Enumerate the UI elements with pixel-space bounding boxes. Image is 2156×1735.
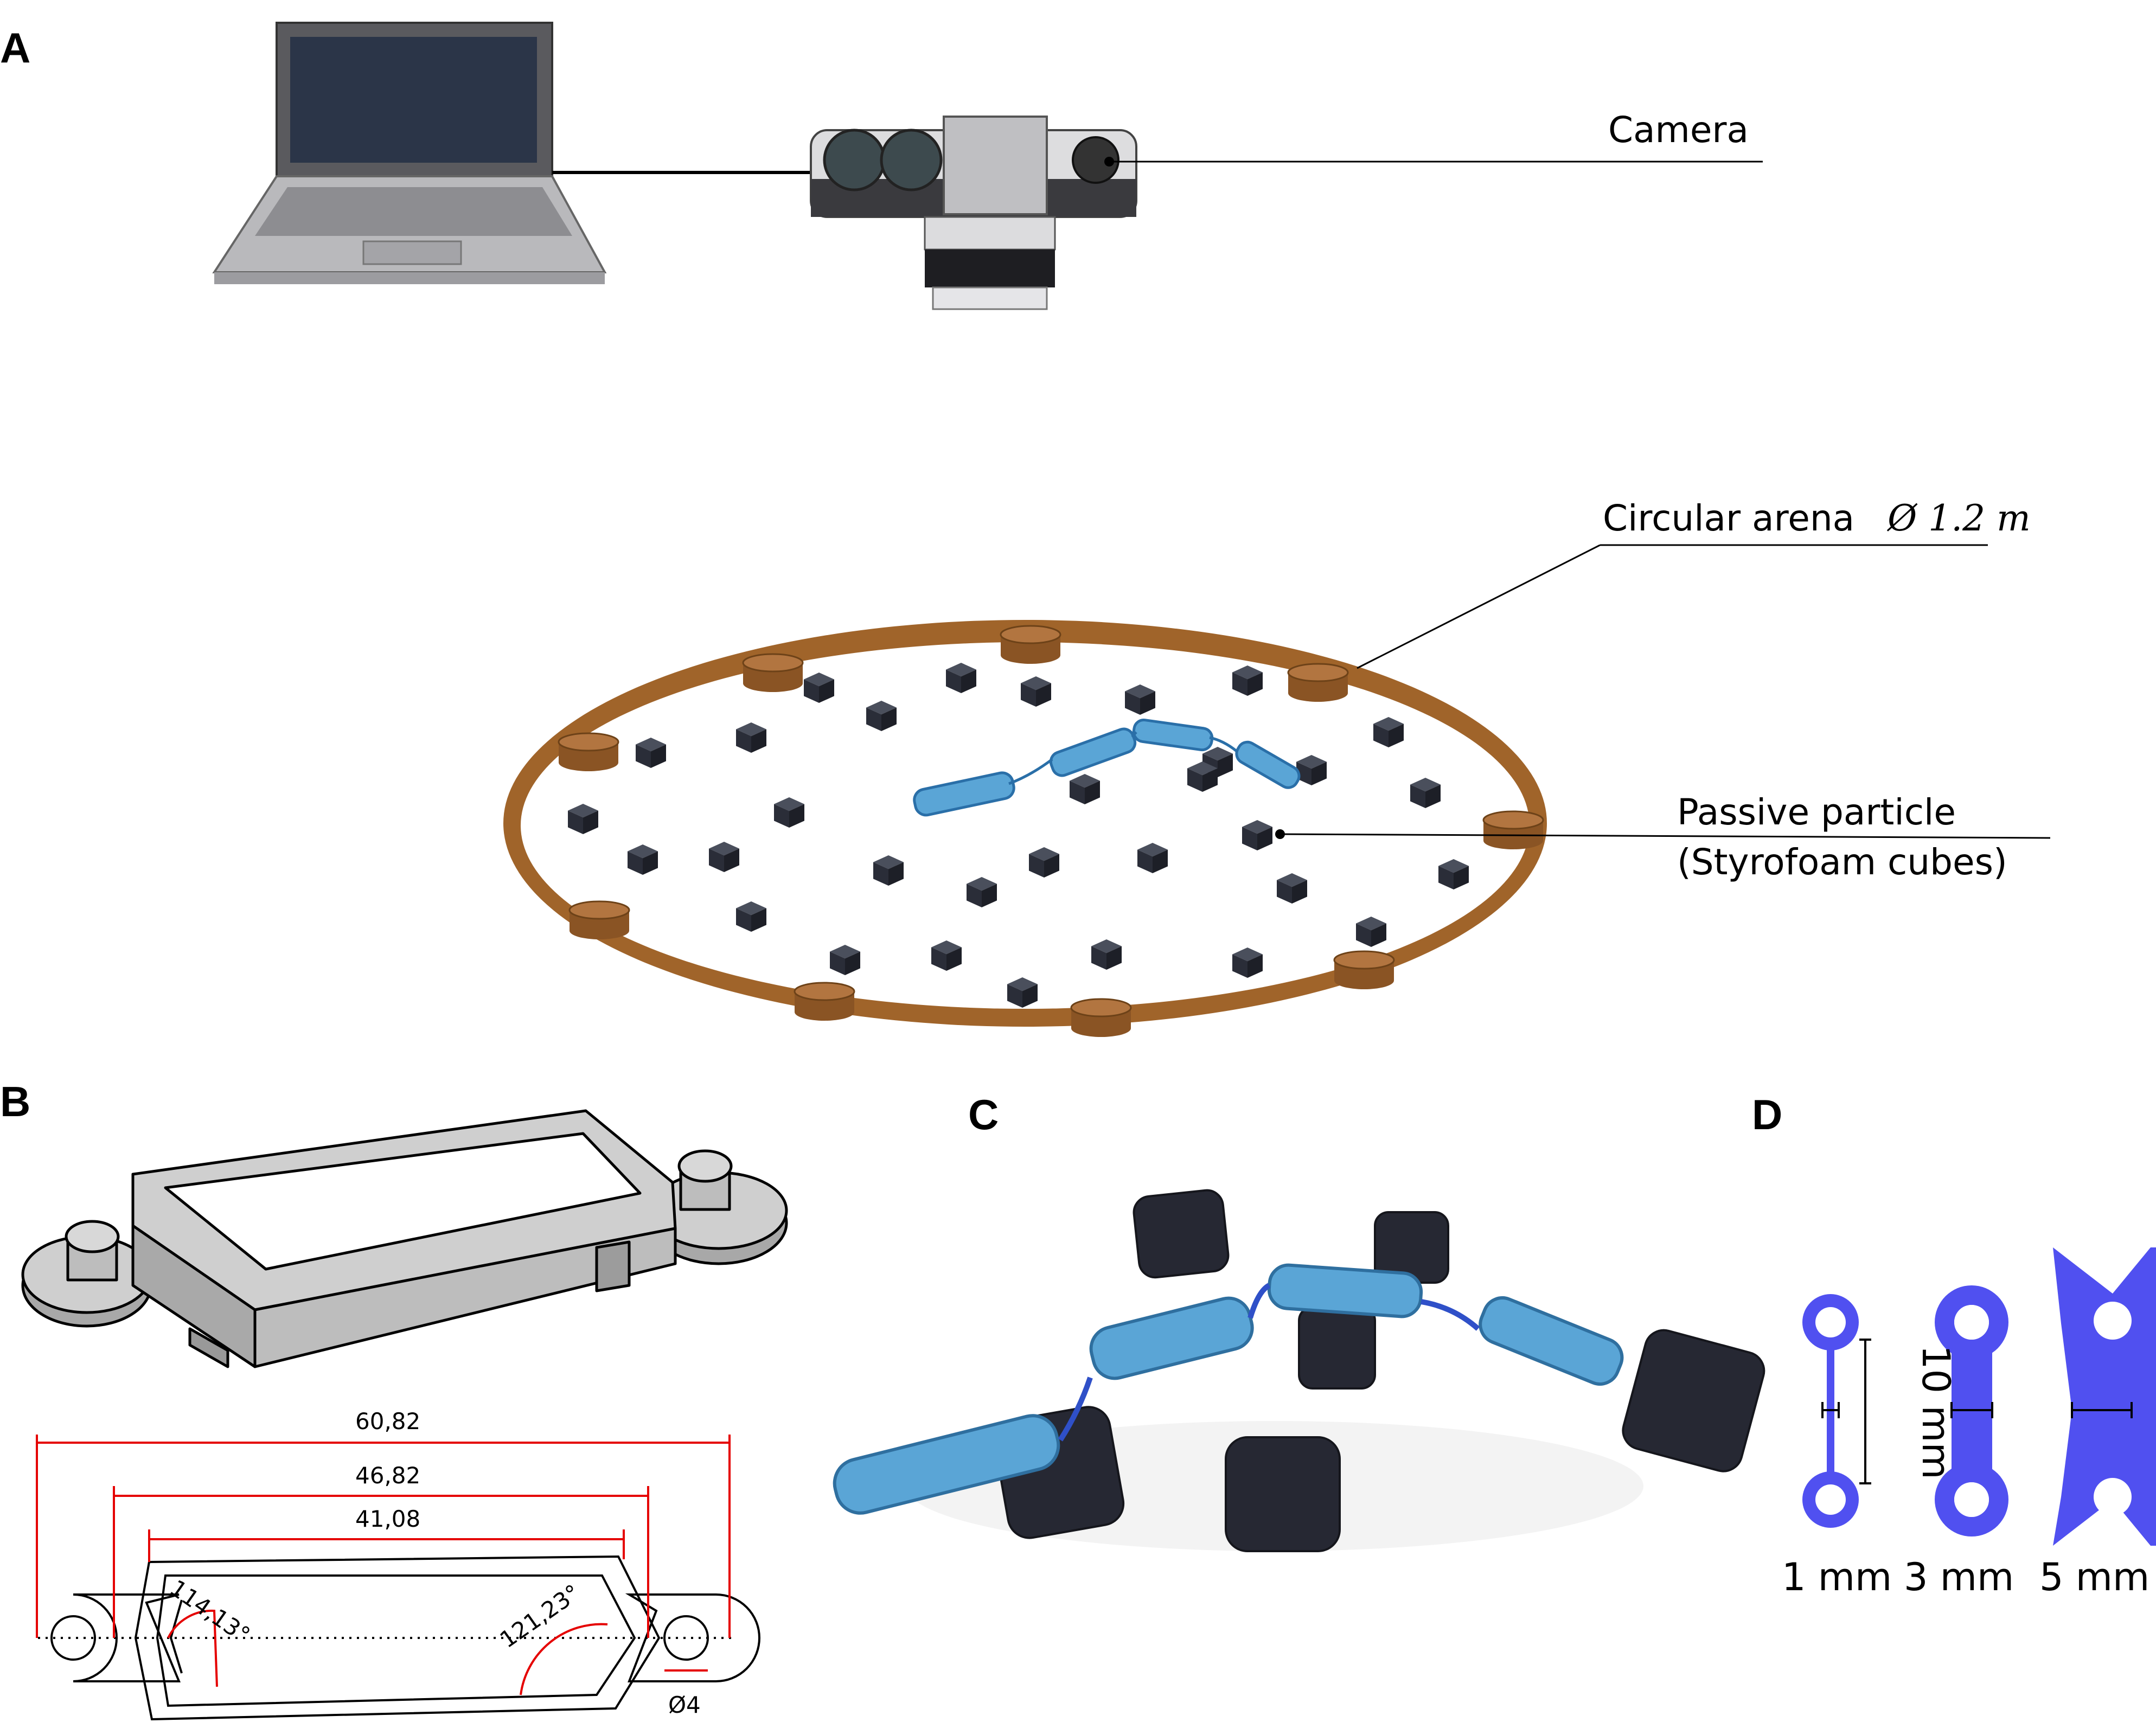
length-label: 10 mm: [1914, 1345, 1958, 1480]
styrofoam-cube: [830, 945, 860, 975]
styrofoam-cube: [1125, 684, 1155, 715]
laptop-icon: [212, 22, 607, 284]
dimension-lines: [36, 1435, 731, 1695]
styrofoam-cube: [873, 855, 904, 886]
styrofoam-cube: [946, 663, 976, 693]
arena-post: [1482, 810, 1544, 849]
styrofoam-cube: [1007, 977, 1038, 1008]
link-1mm: [1802, 1294, 1859, 1528]
styrofoam-cube: [1356, 917, 1386, 947]
arena-label-text: Circular arena: [1603, 497, 1854, 539]
link-5mm: [2053, 1247, 2156, 1546]
styrofoam-cube: [1373, 717, 1404, 747]
styrofoam-cube: [1137, 843, 1168, 873]
styrofoam-cube: [1296, 755, 1327, 785]
styrofoam-cube: [931, 940, 962, 971]
robot-chain-arena: [913, 719, 1301, 817]
panel-letter-a: A: [0, 24, 30, 72]
styrofoam-cube: [736, 722, 766, 753]
particle-label-line1: Passive particle: [1677, 791, 1956, 833]
styrofoam-cube: [1242, 820, 1272, 850]
styrofoam-cube: [967, 877, 997, 907]
link-measurements: [1821, 1339, 2133, 1484]
styrofoam-cube: [1091, 939, 1122, 970]
angle-right: 121,23°: [495, 1579, 585, 1653]
arena-post: [1333, 950, 1395, 989]
styrofoam-cube: [866, 701, 897, 731]
arena-post: [558, 732, 619, 771]
arena-leader-line: [1357, 544, 1601, 669]
styrofoam-cube: [774, 797, 804, 828]
panel-letter-c: C: [968, 1091, 999, 1138]
styrofoam-cube: [1187, 761, 1218, 792]
styrofoam-cube: [709, 842, 739, 872]
styrofoam-cube: [736, 901, 766, 932]
styrofoam-cube: [1410, 778, 1441, 808]
hole-diameter: Ø4: [668, 1692, 701, 1718]
dim-mid: 46,82: [355, 1462, 420, 1489]
styrofoam-cube: [1021, 676, 1051, 707]
arena-post: [1287, 663, 1349, 702]
arena-post: [1000, 625, 1061, 664]
width-label-1mm: 1 mm: [1782, 1555, 1892, 1599]
styrofoam-cube: [628, 844, 658, 875]
styrofoam-cube: [568, 804, 598, 834]
dim-total: 60,82: [355, 1408, 420, 1435]
camera-icon: [810, 116, 1137, 310]
arena-label: Circular arena Ø 1.2 m: [1603, 497, 2031, 539]
styrofoam-cube: [804, 673, 834, 703]
particle-leader-line: [1279, 833, 2051, 839]
styrofoam-cube: [1438, 859, 1469, 889]
dim-inner: 41,08: [355, 1506, 420, 1532]
arena-post: [568, 900, 630, 939]
links: [1802, 1247, 2156, 1546]
styrofoam-cube: [1029, 847, 1059, 878]
panel-letter-b: B: [0, 1078, 30, 1125]
panel-letter-d: D: [1752, 1091, 1782, 1138]
width-label-5mm: 5 mm: [2039, 1555, 2149, 1599]
holder-technical-drawing: [38, 1555, 760, 1721]
holder-3d-model: [21, 1109, 788, 1368]
styrofoam-cube: [636, 738, 666, 768]
arena-post: [742, 653, 804, 692]
camera-label: Camera: [1608, 109, 1749, 151]
arena-post: [794, 982, 855, 1021]
styrofoam-cube: [1277, 873, 1307, 904]
passive-particles: [568, 663, 1469, 1008]
photo-robots-and-cubes: [833, 1189, 1765, 1552]
width-label-3mm: 3 mm: [1904, 1555, 2014, 1599]
arena-diameter: Ø 1.2 m: [1886, 497, 2031, 539]
particle-label-line2: (Styrofoam cubes): [1677, 841, 2007, 883]
arena-post: [1070, 998, 1132, 1037]
arena-posts: [558, 625, 1544, 1037]
styrofoam-cube: [1232, 947, 1263, 978]
styrofoam-cube: [1070, 774, 1100, 804]
styrofoam-cube: [1232, 665, 1263, 696]
